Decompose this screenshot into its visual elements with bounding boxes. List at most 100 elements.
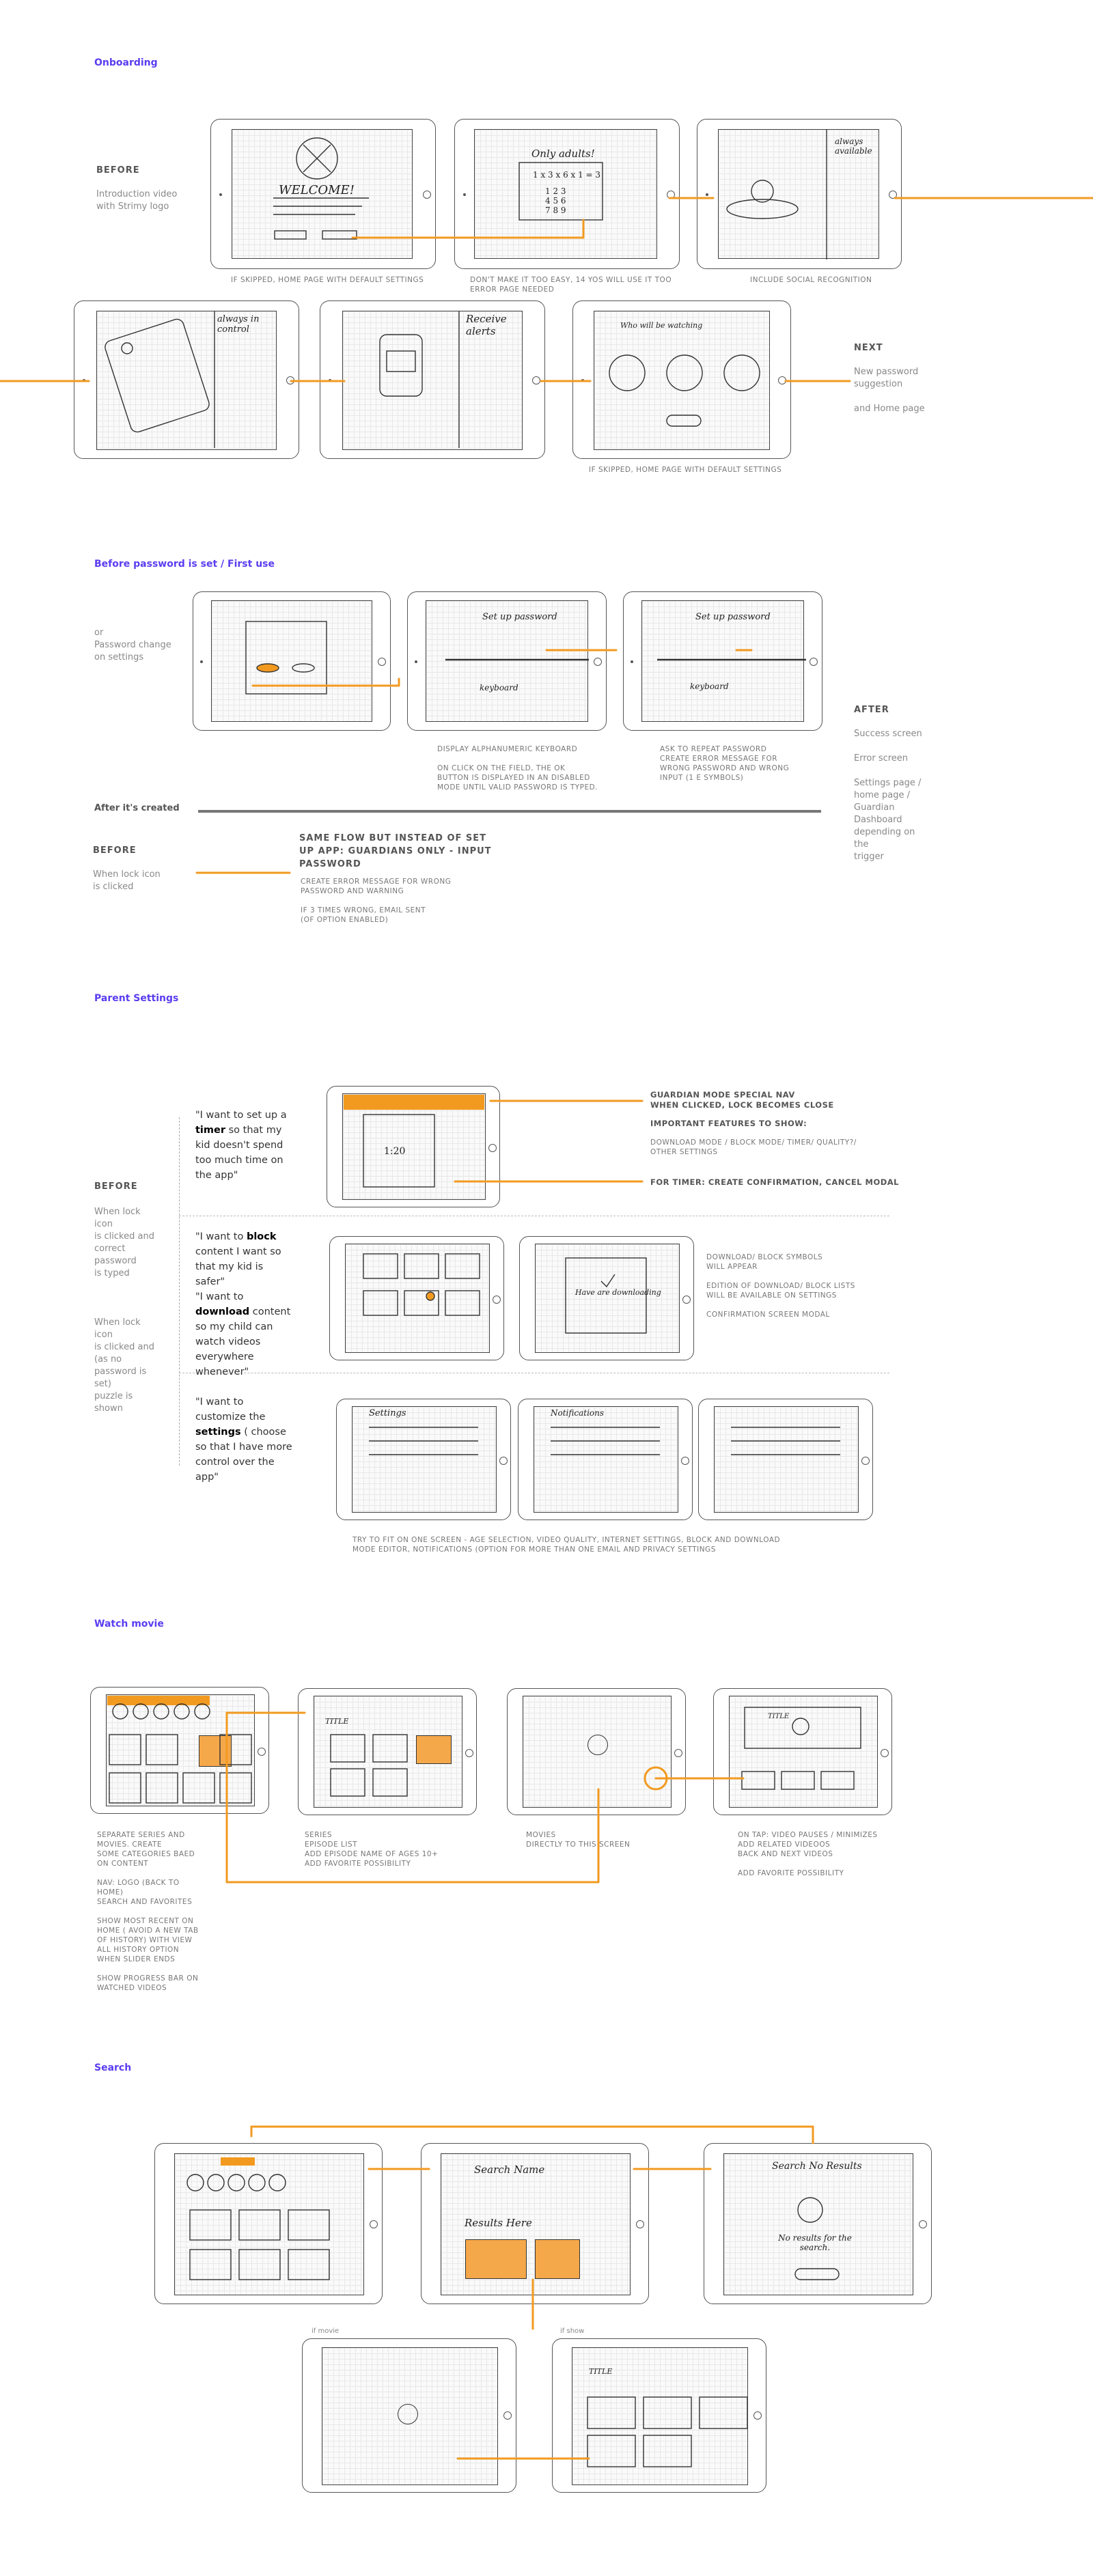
screen-settings [352,1406,497,1513]
password-after-label: AFTER [854,705,889,715]
sketch-series-title: TITLE [325,1717,349,1726]
sketch-notifications: Notifications [551,1408,605,1418]
result-thumbnail-2 [535,2239,580,2279]
onboarding-note-4: IF SKIPPED, HOME PAGE WITH DEFAULT SETTI… [589,466,782,474]
sketch-who-watching: Who will be watching [620,321,703,330]
password-after-desc: Success screen Error screen Settings pag… [854,729,922,862]
sketch-show-title: TITLE [589,2367,613,2376]
password-note-keyboard: DISPLAY ALPHANUMERIC KEYBOARD ON CLICK O… [437,745,598,792]
play-button-icon-2[interactable] [398,2404,418,2424]
home-button [636,2220,644,2228]
svg-text:7 8 9: 7 8 9 [545,206,566,215]
parent-note-timer: FOR TIMER: CREATE CONFIRMATION, CANCEL M… [650,1177,899,1187]
parent-quote-block: "I want to block content I want so that … [195,1231,291,1377]
screen-setup-password [426,600,588,722]
parent-note-one-screen: TRY TO FIT ON ONE SCREEN - AGE SELECTION… [352,1536,781,1554]
watch-note-4: ON TAP: VIDEO PAUSES / MINIMIZES ADD REL… [738,1831,878,1877]
sketch-keyboard-1: keyboard [480,683,518,692]
tablet-repeat-password [623,591,822,731]
section-title-parent-settings: Parent Settings [94,993,179,1004]
camera-dot [706,193,708,196]
parent-before-label: BEFORE [94,1181,138,1192]
result-thumbnail-1 [465,2239,527,2279]
orange-connectors [0,197,1093,2460]
password-same-flow: SAME FLOW BUT INSTEAD OF SET UP APP: GUA… [299,833,492,869]
home-button [493,1296,501,1304]
password-same-flow-desc: CREATE ERROR MESSAGE FOR WRONG PASSWORD … [301,878,452,924]
sketch-receive-alerts: Receive alerts [466,313,507,337]
sketch-button [274,230,307,240]
watch-note-3: MOVIES DIRECTLY TO THIS SCREEN [526,1831,631,1849]
sketch-downloading: Have are downloading [575,1288,661,1297]
home-button [532,376,540,384]
tablet-receive-alerts [320,300,545,459]
home-button [378,658,386,666]
guardian-nav-bar [344,1095,484,1110]
home-button [681,1457,689,1465]
sketch-always-in-control: always in control [217,314,260,335]
divider-after-created [198,810,821,813]
parent-note-nav: GUARDIAN MODE SPECIAL NAV WHEN CLICKED, … [650,1090,834,1110]
sketch-only-adults: Only adults! [531,148,595,160]
tablet-settings [336,1399,511,1520]
onboarding-next-label: NEXT [854,343,883,353]
home-button [889,191,897,199]
svg-text:1:20: 1:20 [384,1146,405,1157]
parent-before-desc-1: When lock icon is clicked and correct pa… [94,1207,154,1278]
home-button [674,1749,682,1757]
sketch-player-title: TITLE [768,1713,790,1720]
screen-notifications-2 [714,1406,859,1513]
password-before-or: or Password change on settings [94,628,171,662]
home-button [753,2411,762,2420]
home-button [465,1749,473,1757]
tablet-downloading-modal [519,1236,694,1360]
sketch-no-results-msg: No results for the search. [778,2233,852,2252]
section-title-search: Search [94,2062,132,2073]
tablet-setup-password [407,591,607,731]
sketch-details: 1 x 3 x 6 x 1 = 3 1 2 3 4 5 6 7 8 9 1:20 [105,130,861,2467]
onboarding-note-1: IF SKIPPED, HOME PAGE WITH DEFAULT SETTI… [231,276,424,284]
search-if-movie: if movie [312,2327,340,2335]
onboarding-before-label: BEFORE [96,165,140,176]
screen-block-download [345,1244,490,1353]
section-title-watch-movie: Watch movie [94,1619,164,1629]
tablet-no-results [704,2143,932,2304]
sketch-setup-password: Set up password [482,612,557,622]
camera-dot [219,193,222,196]
home-button [488,1144,497,1152]
sketch-settings: Settings [369,1408,406,1418]
tablet-notifications [518,1399,693,1520]
tablet-player-paused [713,1688,892,1815]
watch-note-2: SERIES EPISODE LIST ADD EPISODE NAME OF … [305,1831,439,1868]
home-button [370,2220,378,2228]
play-button-icon[interactable] [587,1735,608,1755]
tablet-search-results [421,2143,649,2304]
home-button [258,1748,266,1756]
sketch-results-here: Results Here [465,2217,532,2229]
home-button [682,1296,691,1304]
camera-dot [463,193,466,196]
screen-player-paused [729,1696,878,1808]
parent-quote-settings: "I want to customize the settings ( choo… [195,1397,292,1483]
sketch-no-results: Search No Results [772,2161,862,2172]
search-if-show: if show [560,2327,585,2335]
svg-text:1 2 3: 1 2 3 [545,186,566,196]
camera-dot [415,660,417,663]
tablet-always-available [697,119,902,269]
onboarding-before-desc: Introduction video with Strimy logo [96,189,178,212]
password-note-repeat: ASK TO REPEAT PASSWORD CREATE ERROR MESS… [660,745,790,782]
parent-vertical-divider [179,1117,180,1466]
onboarding-note-2: DON'T MAKE IT TOO EASY, 14 YOs WILL USE … [470,276,672,294]
parent-note-download: DOWNLOAD/ BLOCK SYMBOLS WILL APPEAR EDIT… [706,1253,855,1319]
screen-receive-alerts [342,311,523,450]
tablet-block-download [329,1236,504,1360]
sketch-search-name: Search Name [474,2164,545,2176]
password-after-created: After it's created [94,803,180,813]
screen-notifications [534,1406,678,1513]
tablet-timer [327,1086,500,1207]
home-button [919,2220,927,2228]
screen-if-show [572,2347,748,2485]
password-before2-desc: When lock icon is clicked [93,869,161,892]
selected-episode [416,1735,452,1764]
